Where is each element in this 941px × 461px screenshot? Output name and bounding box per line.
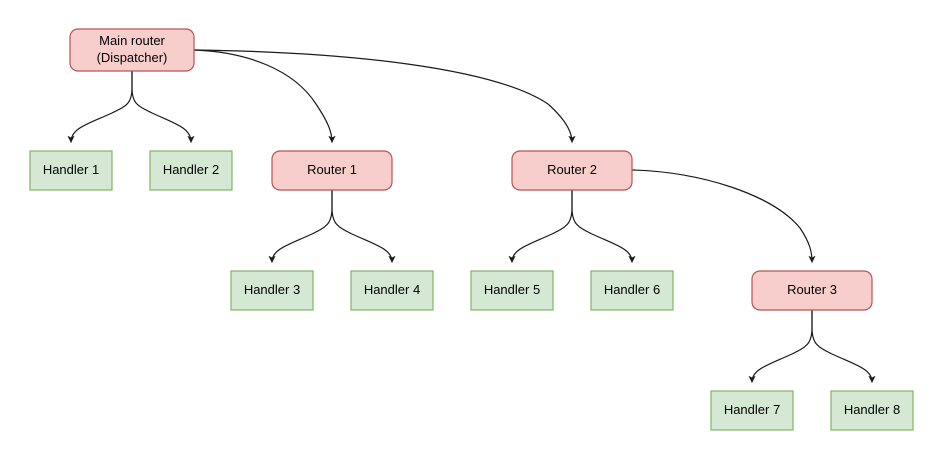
node-handler-2[interactable]: Handler 2 [149,150,233,191]
handler-4-shape[interactable] [350,270,434,311]
main-router-shape[interactable] [69,28,195,72]
node-router-3[interactable]: Router 3 [751,270,873,311]
edge-router-2-to-handler-5 [508,189,573,263]
node-handler-3[interactable]: Handler 3 [230,270,314,311]
edge-main-to-handler-1 [67,70,133,143]
edge-main-to-router-1 [193,49,336,143]
router-1-shape[interactable] [271,150,393,191]
node-router-1[interactable]: Router 1 [271,150,393,191]
node-router-2[interactable]: Router 2 [511,150,633,191]
edge-main-to-router-2 [193,49,576,143]
edge-router-1-to-handler-4 [331,189,396,263]
handler-8-shape[interactable] [830,390,914,431]
node-handler-7[interactable]: Handler 7 [710,390,794,431]
handler-1-shape[interactable] [29,150,113,191]
node-handler-8[interactable]: Handler 8 [830,390,914,431]
node-handler-6[interactable]: Handler 6 [590,270,674,311]
node-handler-4[interactable]: Handler 4 [350,270,434,311]
handler-2-shape[interactable] [149,150,233,191]
handler-5-shape[interactable] [470,270,554,311]
node-handler-5[interactable]: Handler 5 [470,270,554,311]
router-3-shape[interactable] [751,270,873,311]
handler-6-shape[interactable] [590,270,674,311]
edges-layer [67,49,876,383]
nodes-layer: Main router(Dispatcher) Handler 1 Handler … [29,28,914,431]
edge-router-2-to-router-3 [632,169,816,263]
node-handler-1[interactable]: Handler 1 [29,150,113,191]
handler-7-shape[interactable] [710,390,794,431]
node-main-router[interactable]: Main router(Dispatcher) [69,28,195,72]
edge-router-3-to-handler-8 [811,309,876,383]
router-2-shape[interactable] [511,150,633,191]
edge-router-1-to-handler-3 [268,189,333,263]
handler-3-shape[interactable] [230,270,314,311]
edge-main-to-handler-2 [131,70,195,143]
edge-router-3-to-handler-7 [748,309,813,383]
edge-router-2-to-handler-6 [571,189,636,263]
